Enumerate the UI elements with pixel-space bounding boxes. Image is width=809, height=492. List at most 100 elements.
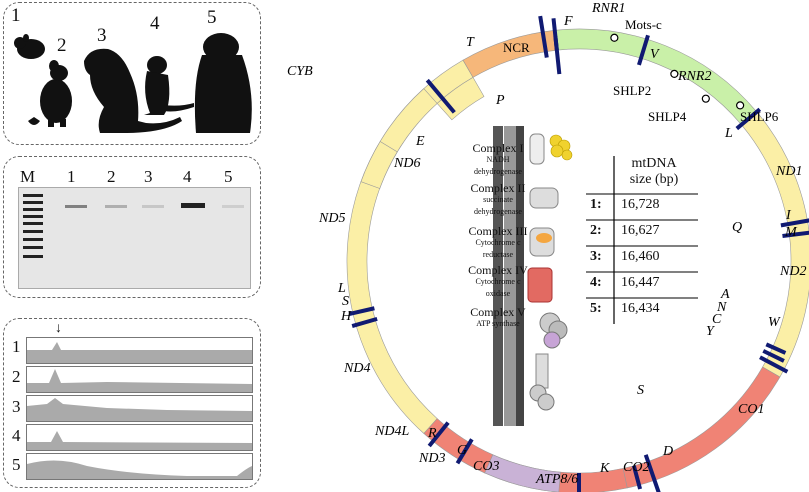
label-s-co1: S: [637, 383, 644, 398]
band-lane-1: [65, 205, 87, 208]
trna-g: [455, 438, 474, 465]
label-q: Q: [732, 220, 742, 235]
trna-s-left: [348, 306, 375, 317]
label-f: F: [563, 14, 573, 29]
coverage-track-4: [26, 424, 253, 451]
rodent-silhouette-1: [14, 34, 45, 59]
label-i: I: [785, 208, 792, 223]
coverage-label-1: 1: [12, 337, 21, 356]
rodent-silhouette-2: [28, 60, 72, 127]
band-lane-5: [222, 205, 244, 208]
mtdna-circular-map: CYB T P NCR F RNR1 Mots-c V RNR2 SHLP2 S…: [287, 1, 809, 492]
marker-shlp6: [736, 101, 745, 110]
label-cyb: CYB: [287, 64, 313, 79]
species-number-2: 2: [57, 35, 67, 56]
label-h: H: [340, 309, 352, 324]
label-nd4: ND4: [343, 361, 370, 376]
marker-shlp4: [701, 94, 710, 103]
label-co1: CO1: [738, 402, 764, 417]
label-d: D: [662, 444, 673, 459]
trna-v: [637, 34, 650, 66]
complex-3-label: Complex III Cytochrome c reductase: [468, 224, 528, 259]
trna-q-m: [782, 230, 809, 239]
size-row-2: 2:16,627: [590, 223, 660, 238]
label-w: W: [768, 315, 781, 330]
label-e: E: [415, 134, 425, 149]
arrow-down-icon: ↓: [55, 321, 62, 336]
label-shlp6: SHLP6: [740, 109, 779, 124]
label-k: K: [599, 461, 610, 476]
coverage-panel: ↓ 1 2 3 4 5: [3, 318, 261, 488]
complex-1-label: Complex I NADH dehydrogenase: [472, 141, 524, 176]
coverage-label-3: 3: [12, 397, 21, 416]
complex-5-label: Complex V ATP synthase: [470, 305, 526, 328]
trna-r: [427, 421, 450, 448]
gel-panel: M 1 2 3 4 5: [3, 156, 261, 298]
gel-lane-label-1: 1: [67, 167, 76, 186]
band-lane-2: [105, 205, 127, 208]
label-nd5: ND5: [318, 211, 345, 226]
label-s-left: S: [342, 294, 349, 309]
label-nd3: ND3: [418, 451, 445, 466]
trna-t: [538, 15, 549, 58]
label-n: N: [716, 300, 727, 315]
complex-4-label: Complex IV Cytochrome c oxidase: [468, 263, 528, 298]
marker-shlp2: [670, 69, 679, 78]
label-rnr2: RNR2: [677, 69, 711, 84]
trna-a: [765, 342, 787, 355]
peptide-markers: [610, 33, 745, 110]
species-number-4: 4: [150, 13, 160, 34]
trna-w: [759, 355, 789, 374]
gel-image: [18, 187, 251, 289]
label-a: A: [720, 287, 730, 302]
trna-l: [735, 107, 762, 131]
rodent-silhouette-4: [144, 56, 194, 115]
size-row-5: 5:16,434: [590, 301, 660, 316]
label-co2: CO2: [623, 460, 649, 475]
label-nd1: ND1: [775, 164, 802, 179]
segment-nd6: [436, 76, 485, 121]
gel-lane-label-5: 5: [224, 167, 233, 186]
coverage-label-5: 5: [12, 455, 21, 474]
trna-h-s-l: [351, 316, 378, 328]
band-lane-3: [142, 205, 164, 208]
segment-nd4: [360, 141, 398, 189]
label-atp: ATP8/6: [535, 472, 578, 487]
label-l-left: L: [337, 281, 346, 296]
label-nd2: ND2: [779, 264, 806, 279]
coverage-label-4: 4: [12, 426, 21, 445]
trna-i: [780, 218, 809, 228]
segment-nd1-nd2: [740, 111, 809, 378]
coverage-track-5: [26, 453, 253, 480]
size-table-header: mtDNA size (bp): [629, 156, 679, 187]
trna-n: [762, 349, 785, 363]
label-nd4l: ND4L: [374, 424, 409, 439]
label-shlp2: SHLP2: [613, 83, 651, 98]
label-p: P: [495, 93, 505, 108]
trna-p: [553, 36, 562, 75]
label-nd6: ND6: [393, 156, 420, 171]
gel-lane-label-3: 3: [144, 167, 153, 186]
complex-2-label: Complex II succinate dehydrogenase: [470, 181, 526, 216]
respiratory-chain-illustration: [493, 126, 573, 426]
species-number-1: 1: [11, 5, 21, 26]
size-row-4: 4:16,447: [590, 275, 660, 290]
coverage-label-2: 2: [12, 367, 21, 386]
gel-lane-label-4: 4: [183, 167, 192, 186]
gel-lane-label-m: M: [20, 167, 36, 186]
ladder-bands: [23, 194, 43, 258]
label-y: Y: [706, 324, 716, 339]
label-g: G: [457, 443, 467, 458]
label-t: T: [466, 35, 475, 50]
label-rnr1: RNR1: [591, 1, 625, 16]
label-r: R: [427, 426, 437, 441]
species-number-3: 3: [97, 25, 107, 46]
label-ncr: NCR: [503, 40, 530, 55]
label-l-top: L: [724, 126, 733, 141]
band-lane-4: [181, 203, 205, 208]
genome-ring: [346, 28, 809, 492]
label-co3: CO3: [473, 459, 499, 474]
marker-mots-c: [610, 33, 619, 42]
trna-e: [425, 78, 456, 114]
species-panel: 1 2 3 4 5: [3, 2, 261, 145]
